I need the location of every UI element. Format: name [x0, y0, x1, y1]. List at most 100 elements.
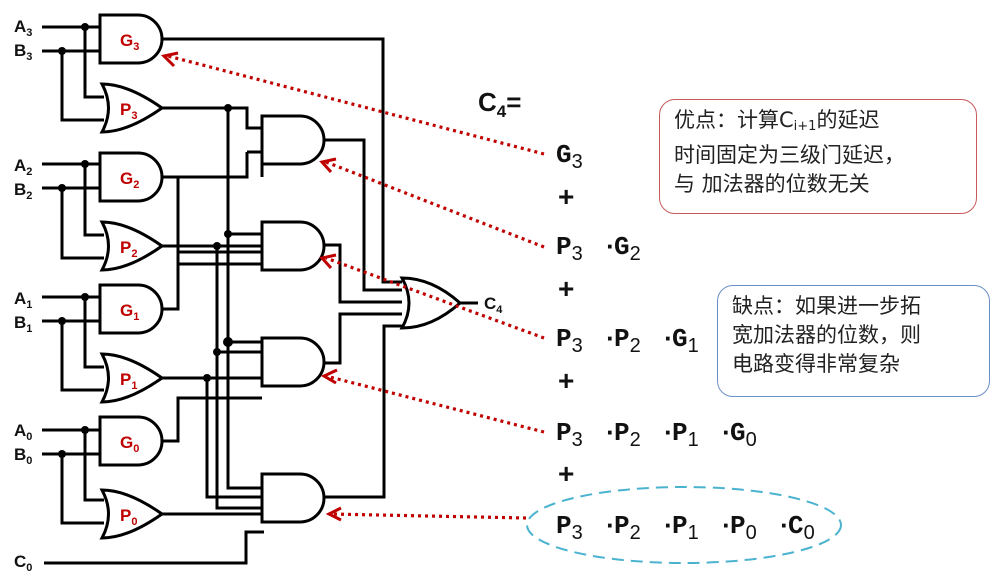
and-gate-g2: [98, 151, 164, 203]
and-gate-p3p2p1p0c0: [260, 472, 326, 524]
advantage-note: 优点：计算Ci+1的延迟 时间固定为三级门延迟， 与 加法器的位数无关: [659, 99, 977, 214]
equation-factor-name: G: [672, 324, 688, 354]
advantage-line2: 时间固定为三级门延迟，: [674, 143, 905, 167]
highlight-ellipse: [526, 486, 842, 564]
equation-dot: ·: [660, 324, 676, 354]
arrowhead-p3p2p1g0: [320, 368, 338, 385]
and-gate-g3: [98, 13, 164, 65]
equation-factor-name: P: [556, 324, 572, 354]
junction-dots: [58, 23, 233, 458]
arrow-p3p2p1g0: [325, 374, 545, 434]
equation-factor-name: P: [614, 418, 630, 448]
equation-plus-0: +: [558, 181, 574, 212]
equation-factor-name: G: [614, 232, 630, 262]
propagate-gates: [99, 82, 165, 540]
arrow-p3p2p1p0c0: [329, 512, 527, 520]
equation-term-0: G3: [556, 140, 583, 173]
advantage-line3: 与 加法器的位数无关: [674, 172, 870, 196]
svg-text:G3: G3: [120, 31, 139, 53]
equation-factor-index: 1: [688, 335, 699, 357]
equation-dot: ·: [776, 511, 792, 541]
equation-plus-3: +: [558, 458, 574, 489]
equation-term-4: P3·P2·P1·P0·C0: [556, 511, 815, 544]
equation-factor-name: C: [788, 511, 804, 541]
and-gate-p3p2p1g0: [260, 336, 326, 388]
equation-dot: ·: [660, 418, 676, 448]
input-b3-label: B3: [14, 41, 32, 63]
carry-in-label: C0: [14, 552, 32, 574]
equation-factor-name: P: [672, 418, 688, 448]
and-to-or-wires: [325, 138, 478, 499]
equation-factor-index: 3: [572, 335, 583, 357]
input-wires: [42, 25, 264, 565]
svg-text:G0: G0: [120, 433, 139, 455]
equation-factor-index: 0: [746, 522, 757, 544]
advantage-line1: 优点：计算Ci+1的延迟: [674, 108, 880, 134]
or-gate-p2: [99, 220, 165, 272]
and-gate-g0: [98, 415, 164, 467]
equation-factor-name: G: [556, 140, 572, 170]
input-a1-label: A1: [14, 289, 32, 311]
equation-factor-index: 2: [630, 522, 641, 544]
svg-text:P2: P2: [120, 238, 137, 260]
or-gate-p0: [99, 488, 165, 540]
equation-factor-index: 2: [630, 335, 641, 357]
generate-gates: [98, 13, 164, 467]
equation-term-1: P3 ·G2: [556, 232, 641, 265]
input-b0-label: B0: [14, 445, 32, 467]
equation-dot: ·: [660, 511, 676, 541]
equation-plus-1: +: [558, 273, 574, 304]
equation-term-2: P3·P2·G1: [556, 324, 699, 357]
equation-factor-index: 2: [630, 243, 641, 265]
and-gate-p3g2: [260, 114, 326, 166]
and-gate-p3p2g1: [260, 220, 326, 272]
disadvantage-note: 缺点：如果进一步拓 宽加法器的位数，则 电路变得非常复杂: [717, 285, 990, 397]
equation-dot: ·: [718, 511, 734, 541]
equation-factor-name: P: [556, 511, 572, 541]
svg-text:P0: P0: [120, 506, 137, 528]
arrowhead-p3p2p1p0c0: [325, 506, 342, 522]
equation-dot: ·: [602, 511, 618, 541]
or-gate-p1: [99, 352, 165, 404]
equation-factor-name: P: [556, 232, 572, 262]
svg-text:P3: P3: [120, 100, 137, 122]
equation-factor-index: 0: [804, 522, 815, 544]
input-b2-label: B2: [14, 180, 32, 202]
disadvantage-line3: 电路变得非常复杂: [732, 352, 900, 376]
equation-term-3: P3·P2·P1·G0: [556, 418, 757, 451]
gate-labels: G3 G2 G1 G0 P3 P2 P1 P0: [120, 31, 139, 528]
equation-lhs: C4=: [478, 87, 521, 121]
input-a0-label: A0: [14, 421, 32, 443]
equation-factor-name: P: [556, 418, 572, 448]
svg-text:G2: G2: [120, 169, 139, 191]
input-a2-label: A2: [14, 156, 32, 178]
arrowhead-p3g2: [319, 157, 337, 174]
equation-factor-index: 0: [746, 429, 757, 451]
equation-factor-index: 1: [688, 429, 699, 451]
arrowhead-p3p2g1: [319, 253, 337, 270]
equation-factor-name: P: [614, 511, 630, 541]
arrow-g3: [167, 54, 545, 156]
equation-factor-index: 3: [572, 243, 583, 265]
equation-factor-index: 3: [572, 522, 583, 544]
equation-factor-index: 3: [572, 151, 583, 173]
equation-factor-index: 3: [572, 429, 583, 451]
equation-terms: G3P3·G2P3·P2·G1P3·P2·P1·G0P3·P2·P1·P0·C0…: [556, 140, 815, 544]
equation-dot: ·: [602, 324, 618, 354]
input-a3-label: A3: [14, 17, 32, 39]
carry-and-gates: [260, 114, 326, 524]
equation-factor-index: 1: [688, 522, 699, 544]
annotation-arrows: [160, 51, 545, 522]
disadvantage-line2: 宽加法器的位数，则: [732, 323, 921, 347]
equation-plus-2: +: [558, 365, 574, 396]
equation-factor-name: P: [614, 324, 630, 354]
propagate-wires: [162, 106, 264, 516]
equation-dot: ·: [602, 418, 618, 448]
and-gate-g1: [98, 283, 164, 335]
svg-text:P1: P1: [120, 370, 137, 392]
equation-dot: ·: [602, 232, 618, 262]
input-labels: A3 B3 A2 B2 A1 B1 A0 B0 C0: [14, 17, 32, 574]
svg-text:G1: G1: [120, 301, 139, 323]
carry-out-label: C4: [484, 294, 503, 316]
